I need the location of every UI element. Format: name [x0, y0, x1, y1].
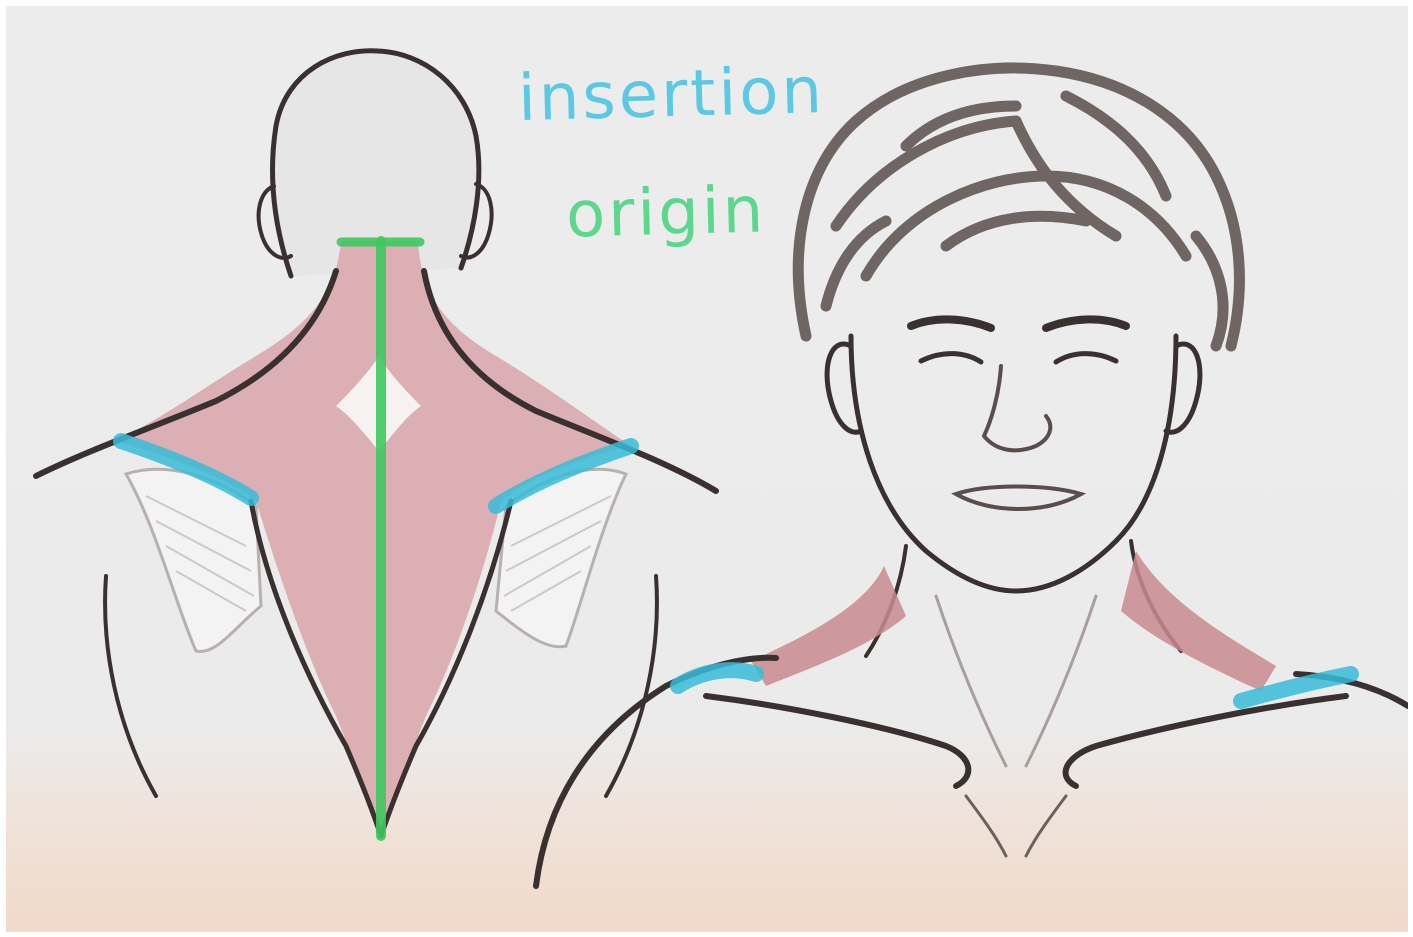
anatomy-sketch [6, 6, 1408, 932]
drawing-canvas: insertion origin [6, 6, 1408, 932]
right-eye [1056, 354, 1116, 362]
trapezius-muscle-front-left [751, 566, 906, 686]
left-brow [911, 319, 991, 328]
clavicle-left [706, 696, 968, 786]
shoulder-left-outline [536, 658, 776, 886]
right-brow [1046, 319, 1126, 328]
right-arm-outline [606, 576, 657, 796]
back-view-figure [36, 51, 716, 836]
sternocleidomastoid [936, 596, 1096, 766]
left-eye [921, 354, 981, 362]
hair [798, 68, 1239, 346]
nose [984, 366, 1050, 450]
insertion-legend-label: insertion [517, 54, 826, 136]
chest-line [966, 796, 1066, 856]
insertion-marker-front-left [678, 670, 756, 686]
trapezius-muscle-front-right [1121, 551, 1276, 691]
left-arm-outline [105, 576, 156, 796]
mouth [956, 487, 1081, 510]
origin-legend-label: origin [565, 173, 767, 252]
face-outline [851, 336, 1176, 591]
clavicle-right [1066, 696, 1346, 786]
